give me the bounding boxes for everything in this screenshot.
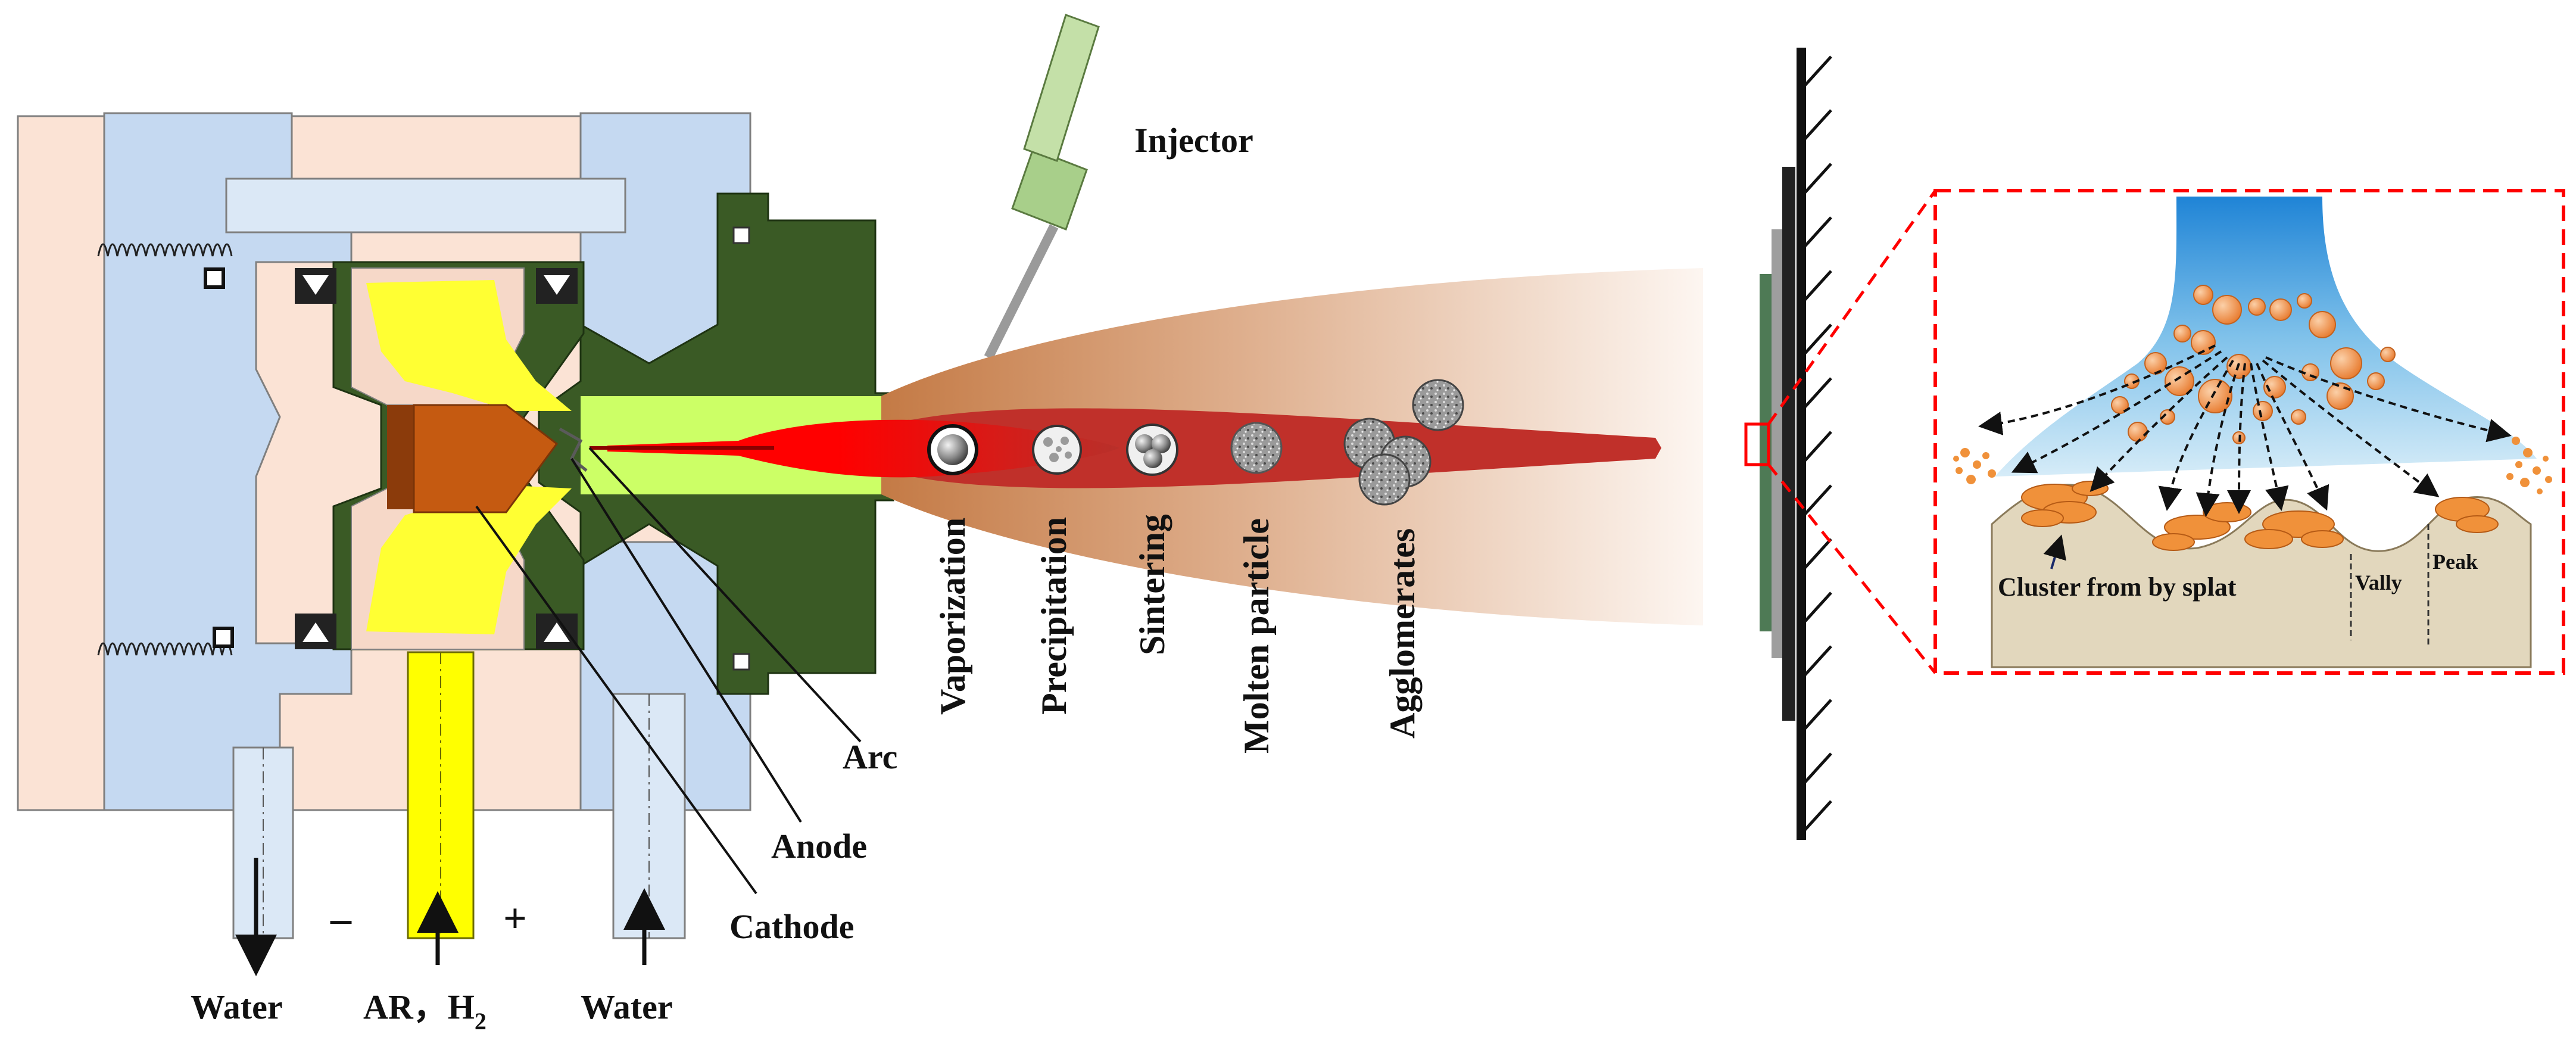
zoom-connectors [1767,189,1937,674]
cluster-pointer [2043,534,2066,569]
leader-lines [475,447,862,895]
plasma-torch [17,112,894,976]
injector-body [1011,148,1088,231]
label-gas: AR，H2 [363,988,486,1035]
label-water-left: Water [191,988,283,1026]
wall-hatching [1800,55,1832,835]
spring-stop-top [204,267,225,289]
cathode-stem [387,405,414,509]
label-arc: Arc [843,737,897,776]
label-water-right: Water [581,988,673,1026]
zoom-marker [1744,422,1770,466]
arc-filament [559,427,588,472]
label-plus: + [503,896,527,942]
jet-particles [927,379,1464,506]
cathode-tip [413,404,559,513]
seal-small-top [732,226,750,244]
label-injector: Injector [1134,121,1253,160]
label-peak: Peak [2432,550,2478,574]
zoom-inset: Cluster from by splat Vally Peak [1933,189,2565,675]
plasma-jet-core [607,419,1119,478]
label-cathode: Cathode [729,907,854,946]
seal-small-bottom [732,653,750,671]
substrate-grey [1772,229,1782,658]
label-vaporization: Vaporization [933,518,972,715]
water-pipe-left [232,746,294,976]
label-molten-particle: Molten particle [1237,518,1276,753]
particle-molten [1230,422,1283,474]
inset-flow-arrows [1978,344,2512,517]
substrate-wall [1744,48,1832,840]
substrate-dark [1782,167,1795,721]
inset-spray-right [2506,437,2552,494]
gas-pipe [407,651,475,965]
particle-agglomerates [1343,379,1464,506]
gas-yellow-bottom [366,485,572,634]
injector-needle [984,224,1059,360]
label-minus: – [330,896,352,942]
stage-labels: Vaporization Precipitation Sintering Mol… [933,514,1422,753]
label-anode: Anode [771,827,867,865]
injector [984,14,1100,360]
label-sintering: Sintering [1133,514,1172,655]
label-agglomerates: Agglomerates [1383,528,1422,739]
coating-green [1760,274,1773,631]
water-pipe-right [612,693,686,965]
label-cluster: Cluster from by splat [1998,572,2237,602]
injector-head [1023,14,1100,162]
spring-bottom [97,642,233,656]
torch-top-channel [225,178,626,233]
label-vally: Vally [2355,571,2402,594]
inset-splats [2021,481,2499,551]
inset-droplets [2111,285,2396,444]
spring-stop-bottom [213,627,234,648]
inset-spray-left [1953,448,1996,484]
spring-top [97,243,233,257]
label-precipitation: Precipitation [1034,517,1074,715]
gas-yellow-top [366,280,572,411]
